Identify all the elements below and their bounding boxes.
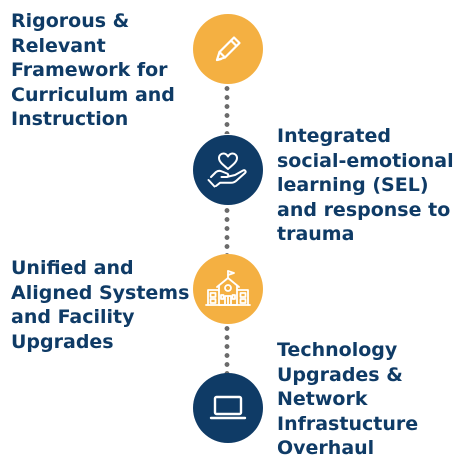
school-building-icon: [205, 270, 251, 306]
step-4-label: Technology Upgrades & Network Infrastuct…: [277, 339, 419, 459]
heart-in-hand-icon: [207, 152, 247, 188]
step-2-circle: [193, 135, 263, 205]
step-3-circle: [193, 254, 263, 324]
step-4-circle: [193, 373, 263, 443]
step-2-label: Integrated social-emotional learning (SE…: [277, 125, 454, 245]
laptop-icon: [209, 395, 247, 420]
connector-1: [224, 84, 230, 134]
step-1-circle: [193, 14, 263, 84]
step-1-label: Rigorous & Relevant Framework for Curric…: [11, 10, 175, 130]
step-3-label: Unified and Aligned Systems and Facility…: [11, 257, 190, 353]
pencil-icon: [215, 36, 241, 62]
connector-2: [224, 206, 230, 254]
connector-3: [224, 324, 230, 374]
